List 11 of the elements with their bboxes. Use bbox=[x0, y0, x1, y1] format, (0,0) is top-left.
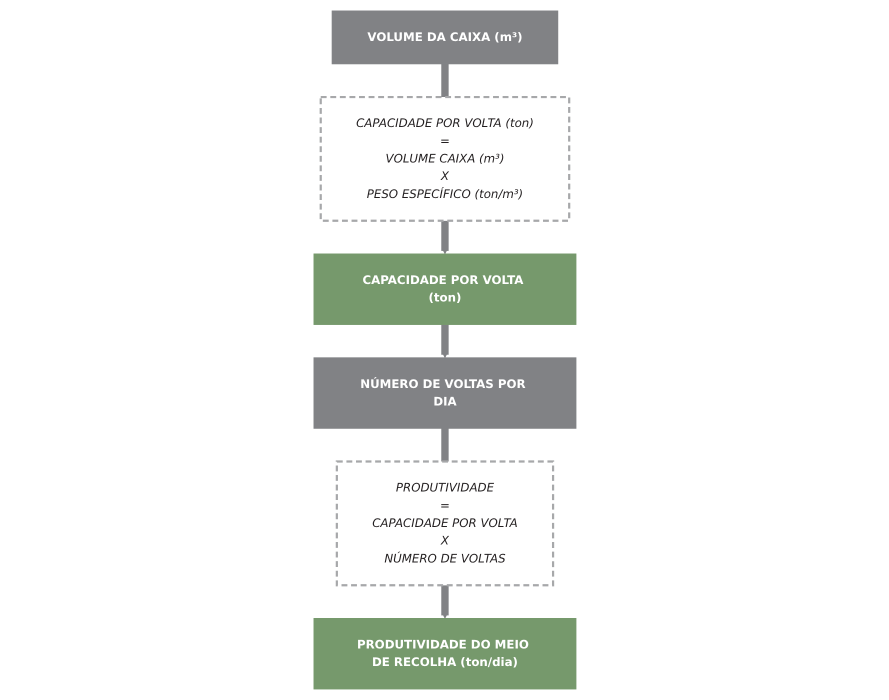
arrow bbox=[440, 584, 448, 619]
node-box: NÚMERO DE VOLTAS POR DIA bbox=[313, 357, 576, 429]
arrow bbox=[440, 220, 448, 254]
node-box: CAPACIDADE POR VOLTA (ton) = VOLUME CAIXA (m³) X PESO ESPECÍFICO (ton/m³) bbox=[319, 96, 570, 222]
node-box: PRODUTIVIDADE = CAPACIDADE POR VOLTA X NÚMERO DE VOLTAS bbox=[335, 460, 554, 586]
arrow bbox=[440, 324, 448, 358]
node-box: VOLUME DA CAIXA (m³) bbox=[331, 10, 558, 64]
node-box: PRODUTIVIDADE DO MEIO DE RECOLHA (ton/dia) bbox=[313, 618, 576, 690]
connector bbox=[440, 63, 448, 98]
node-box: CAPACIDADE POR VOLTA (ton) bbox=[313, 254, 576, 325]
connector bbox=[440, 428, 448, 462]
